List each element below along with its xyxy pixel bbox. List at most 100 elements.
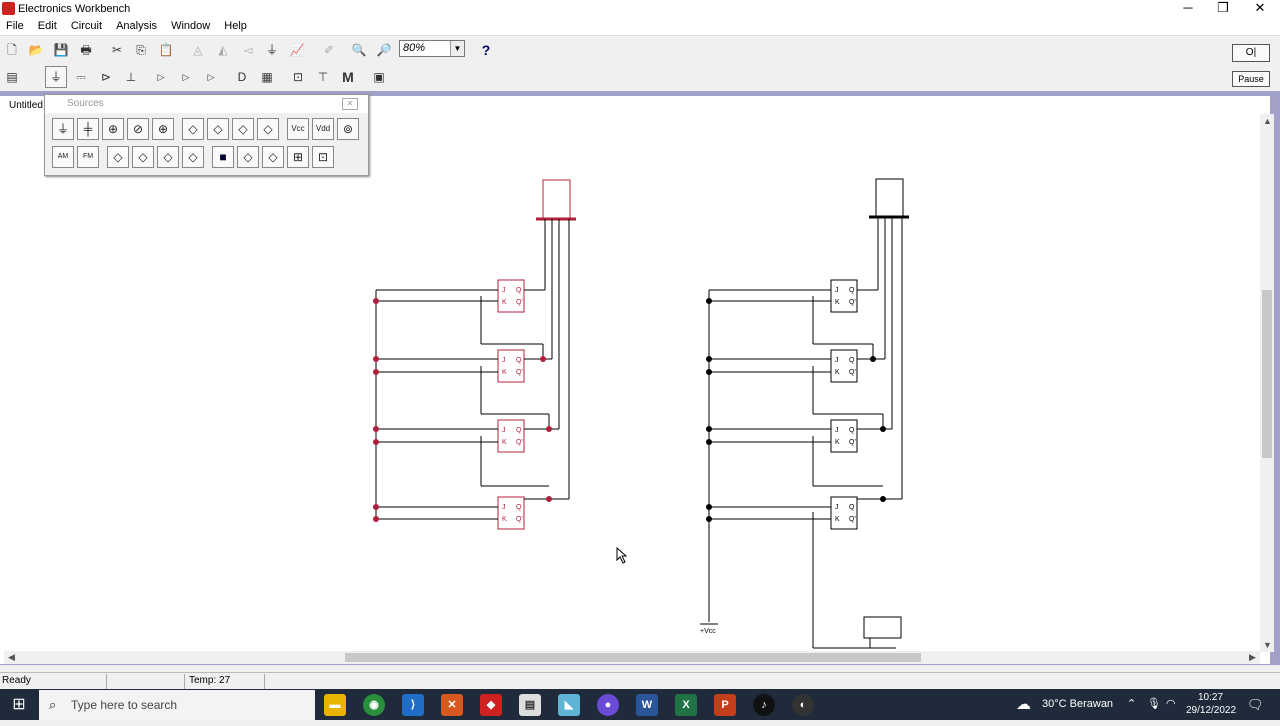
digital-bin-icon[interactable]: ▦	[261, 70, 273, 84]
vertical-scroll-thumb[interactable]	[1262, 290, 1272, 458]
close-icon[interactable]: ✕	[342, 98, 358, 110]
pause-button[interactable]: Pause	[1232, 71, 1270, 87]
powerpoint-icon[interactable]: P	[714, 694, 736, 716]
menu-edit[interactable]: Edit	[37, 20, 57, 32]
subcircuit-icon[interactable]: ⏚	[265, 43, 278, 57]
zoom-select[interactable]: 80% ▼	[399, 40, 465, 57]
minimize-button[interactable]: ─	[1183, 0, 1193, 15]
diodes-bin-icon[interactable]: ⊳	[100, 70, 112, 84]
menu-help[interactable]: Help	[224, 20, 247, 32]
new-file-icon[interactable]: 🗋	[7, 43, 17, 57]
menu-analysis[interactable]: Analysis	[116, 20, 158, 32]
restore-button[interactable]: ❐	[1217, 0, 1229, 15]
help-button[interactable]: ?	[481, 42, 491, 58]
pwl-source-icon[interactable]: ◇	[262, 146, 284, 168]
indicators-bin-icon[interactable]: ⊡	[292, 70, 304, 84]
print-icon[interactable]: 🖶	[80, 43, 92, 57]
fsk-source-icon[interactable]: ◇	[237, 146, 259, 168]
dc-current-source-icon[interactable]: ⊕	[102, 118, 124, 140]
instruments-bin-icon[interactable]: ▣	[373, 70, 385, 84]
scroll-up-icon[interactable]: ▲	[1263, 116, 1272, 126]
vscode-icon[interactable]: ⟩	[402, 694, 424, 716]
cut-icon[interactable]: ✂	[111, 43, 123, 57]
voltage-controlled-square-icon[interactable]: ◇	[132, 146, 154, 168]
ac-current-source-icon[interactable]: ⊕	[152, 118, 174, 140]
voltage-controlled-ramp-icon[interactable]: ◇	[182, 146, 204, 168]
svg-text:Q': Q'	[849, 369, 856, 376]
voltage-controlled-triangle-icon[interactable]: ◇	[157, 146, 179, 168]
voltage-controlled-sine-icon[interactable]: ◇	[107, 146, 129, 168]
word-icon[interactable]: W	[636, 694, 658, 716]
menu-circuit[interactable]: Circuit	[70, 20, 102, 32]
clock-date[interactable]: 29/12/2022	[1186, 705, 1237, 716]
battery-icon[interactable]: ╪	[77, 118, 99, 140]
taskbar-search-input[interactable]: ⌕ Type here to search	[39, 690, 315, 720]
screen-recorder-icon[interactable]: ●	[597, 694, 619, 716]
clock-source-icon[interactable]: ⊚	[337, 118, 359, 140]
wifi-icon[interactable]: ◠	[1166, 698, 1176, 710]
weather-cloud-icon[interactable]: ☁	[1016, 696, 1031, 713]
transistors-bin-icon[interactable]: ⊥	[125, 70, 137, 84]
mixed-ics-bin-icon[interactable]: ▷	[182, 72, 190, 82]
controlled-one-shot-icon[interactable]: ⊡	[312, 146, 334, 168]
polynomial-source-icon[interactable]: ■	[212, 146, 234, 168]
digital-ics-bin-icon[interactable]: ▷	[207, 72, 215, 82]
miscellaneous-bin-button[interactable]: M	[342, 69, 354, 85]
weather-text[interactable]: 30°C Berawan	[1042, 698, 1114, 710]
vdd-source-icon[interactable]: Vdd	[312, 118, 334, 140]
horizontal-scroll-thumb[interactable]	[345, 653, 921, 662]
controls-bin-icon[interactable]: ⊤	[317, 70, 329, 84]
flip-vertical-icon[interactable]: ◅	[243, 43, 253, 57]
zoom-out-icon[interactable]: 🔍	[351, 43, 367, 57]
copy-icon[interactable]: ⎘	[136, 43, 146, 57]
ccvs-icon[interactable]: ◇	[232, 118, 254, 140]
paste-icon[interactable]: 📋	[158, 43, 174, 57]
analog-ics-bin-icon[interactable]: ▷	[157, 72, 165, 82]
clock-time[interactable]: 10:27	[1198, 692, 1224, 703]
zoom-in-icon[interactable]: 🔎	[376, 43, 392, 57]
scroll-down-icon[interactable]: ▼	[1263, 640, 1272, 650]
scroll-right-icon[interactable]: ▶	[1249, 652, 1256, 662]
power-switch[interactable]: O|	[1232, 44, 1270, 62]
file-manager-icon[interactable]: ◣	[558, 694, 580, 716]
ground-icon[interactable]: ⏚	[52, 118, 74, 140]
vcvs-icon[interactable]: ◇	[182, 118, 204, 140]
tiktok-icon[interactable]: ♪	[753, 694, 775, 716]
graph-icon[interactable]: 📈	[289, 43, 305, 57]
am-source-icon[interactable]: AM	[52, 146, 74, 168]
flip-horizontal-icon[interactable]: ◭	[218, 43, 228, 57]
excel-icon[interactable]: X	[675, 694, 697, 716]
microphone-icon[interactable]: 🎙	[1147, 698, 1161, 710]
search-icon: ⌕	[49, 697, 57, 712]
sources-bin-icon[interactable]: ⏚	[45, 66, 67, 88]
vccs-icon[interactable]: ◇	[207, 118, 229, 140]
file-explorer-icon[interactable]: ▬	[324, 694, 346, 716]
nonlinear-source-icon[interactable]: ⊞	[287, 146, 309, 168]
electronics-workbench-taskbar-icon[interactable]: ◆	[480, 694, 502, 716]
windows-start-icon[interactable]: ⊞	[12, 696, 26, 713]
chevron-down-icon[interactable]: ▼	[450, 41, 464, 56]
open-folder-icon[interactable]: 📂	[28, 43, 44, 57]
vcc-source-icon[interactable]: Vcc	[287, 118, 309, 140]
document-app-icon[interactable]: ▤	[519, 694, 541, 716]
scroll-left-icon[interactable]: ◀	[8, 652, 15, 662]
logic-gates-bin-icon[interactable]: D	[237, 70, 247, 84]
component-properties-icon[interactable]: ✐	[323, 43, 335, 57]
ac-voltage-source-icon[interactable]: ⊘	[127, 118, 149, 140]
menu-window[interactable]: Window	[171, 20, 211, 32]
rotate-icon[interactable]: ◬	[193, 43, 203, 57]
close-button[interactable]: ✕	[1254, 0, 1266, 15]
menu-file[interactable]: File	[6, 20, 24, 32]
fm-source-icon[interactable]: FM	[77, 146, 99, 168]
chevron-up-icon[interactable]: ⌃	[1127, 698, 1137, 710]
xampp-icon[interactable]: ✕	[441, 694, 463, 716]
basic-bin-icon[interactable]: ⎓	[76, 70, 86, 84]
cccs-icon[interactable]: ◇	[257, 118, 279, 140]
save-icon[interactable]: 💾	[53, 43, 69, 57]
chrome-icon[interactable]: ◉	[363, 694, 385, 716]
favorites-bin-icon[interactable]: ▤	[6, 70, 18, 84]
electronics-workbench-icon[interactable]: ◐	[792, 694, 814, 716]
notification-icon[interactable]: 🗨	[1247, 697, 1264, 712]
